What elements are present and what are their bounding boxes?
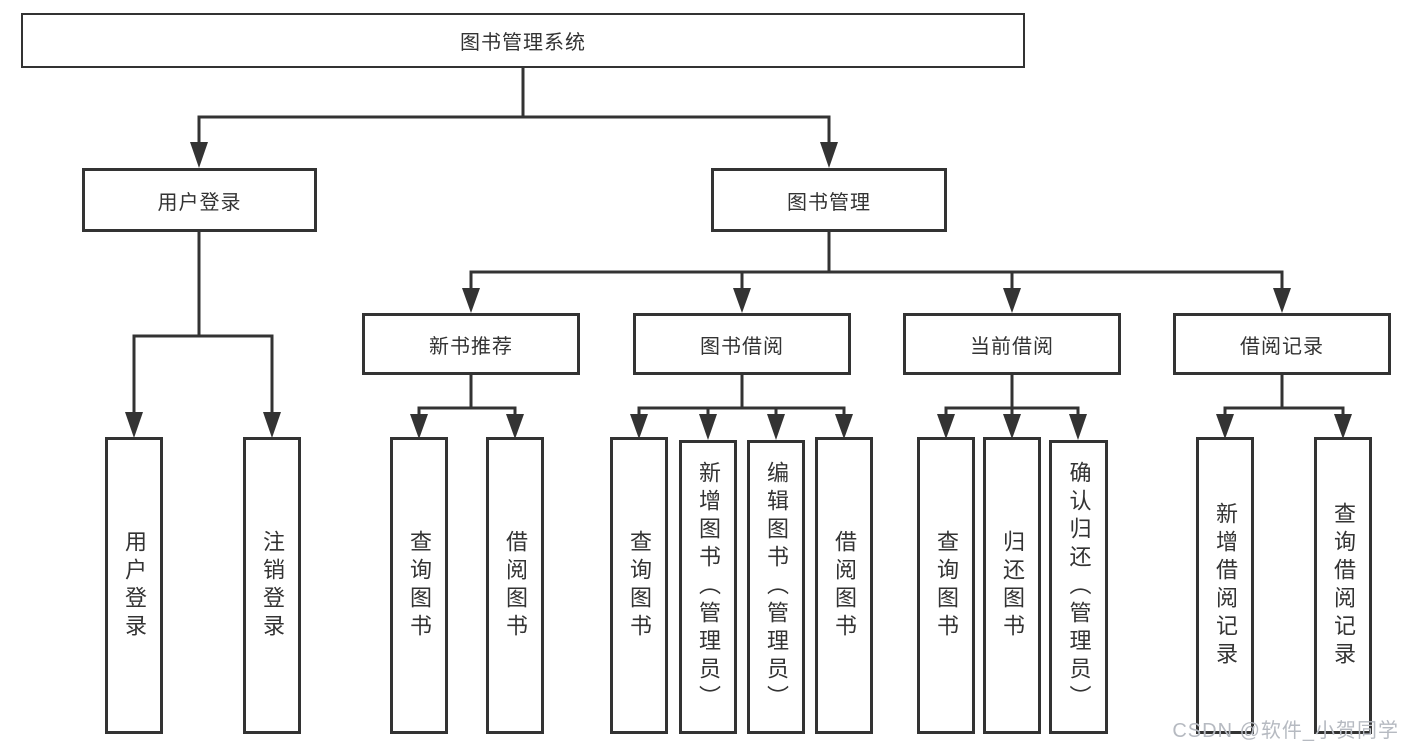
leaf-add-books-admin: 新增图书（管理员） bbox=[679, 440, 737, 734]
node-label: 归还图书 bbox=[1000, 529, 1025, 642]
leaf-borrow-books-2: 借阅图书 bbox=[815, 437, 873, 734]
node-label: 查询图书 bbox=[407, 529, 432, 642]
node-new-book-recommend: 新书推荐 bbox=[362, 313, 580, 375]
node-library-management-system: 图书管理系统 bbox=[21, 13, 1025, 68]
leaf-return-books: 归还图书 bbox=[983, 437, 1041, 734]
node-label: 编辑图书（管理员） bbox=[764, 461, 789, 713]
node-label: 用户登录 bbox=[122, 529, 147, 642]
node-current-borrowing: 当前借阅 bbox=[903, 313, 1121, 375]
node-label: 用户登录 bbox=[157, 191, 242, 214]
leaf-confirm-return-admin: 确认归还（管理员） bbox=[1049, 440, 1108, 734]
node-label: 新增借阅记录 bbox=[1213, 501, 1238, 670]
node-label: 借阅图书 bbox=[832, 529, 857, 642]
node-book-management: 图书管理 bbox=[711, 168, 947, 232]
leaf-query-books-2: 查询图书 bbox=[610, 437, 668, 734]
node-borrowing-records: 借阅记录 bbox=[1173, 313, 1391, 375]
node-label: 确认归还（管理员） bbox=[1066, 461, 1092, 713]
node-label: 图书管理 bbox=[787, 191, 871, 214]
node-label: 注销登录 bbox=[260, 529, 285, 642]
node-label: 新书推荐 bbox=[429, 335, 513, 358]
node-label: 当前借阅 bbox=[970, 335, 1054, 358]
node-label: 查询借阅记录 bbox=[1331, 501, 1356, 670]
leaf-logout: 注销登录 bbox=[243, 437, 301, 734]
node-label: 图书管理系统 bbox=[460, 32, 586, 54]
node-label: 借阅图书 bbox=[503, 529, 528, 642]
node-label: 图书借阅 bbox=[700, 335, 784, 358]
leaf-borrow-books-1: 借阅图书 bbox=[486, 437, 544, 734]
leaf-query-books-3: 查询图书 bbox=[917, 437, 975, 734]
node-label: 新增图书（管理员） bbox=[696, 461, 721, 713]
node-book-borrowing: 图书借阅 bbox=[633, 313, 851, 375]
leaf-query-books-1: 查询图书 bbox=[390, 437, 448, 734]
node-label: 查询图书 bbox=[934, 529, 959, 642]
leaf-query-borrow-record: 查询借阅记录 bbox=[1314, 437, 1372, 734]
csdn-watermark: CSDN @软件_小贺同学 bbox=[1172, 720, 1399, 742]
node-label: 查询图书 bbox=[627, 529, 652, 642]
leaf-add-borrow-record: 新增借阅记录 bbox=[1196, 437, 1254, 734]
leaf-user-login: 用户登录 bbox=[105, 437, 163, 734]
node-user-login: 用户登录 bbox=[82, 168, 317, 232]
node-label: 借阅记录 bbox=[1240, 335, 1324, 358]
leaf-edit-books-admin: 编辑图书（管理员） bbox=[747, 440, 805, 734]
